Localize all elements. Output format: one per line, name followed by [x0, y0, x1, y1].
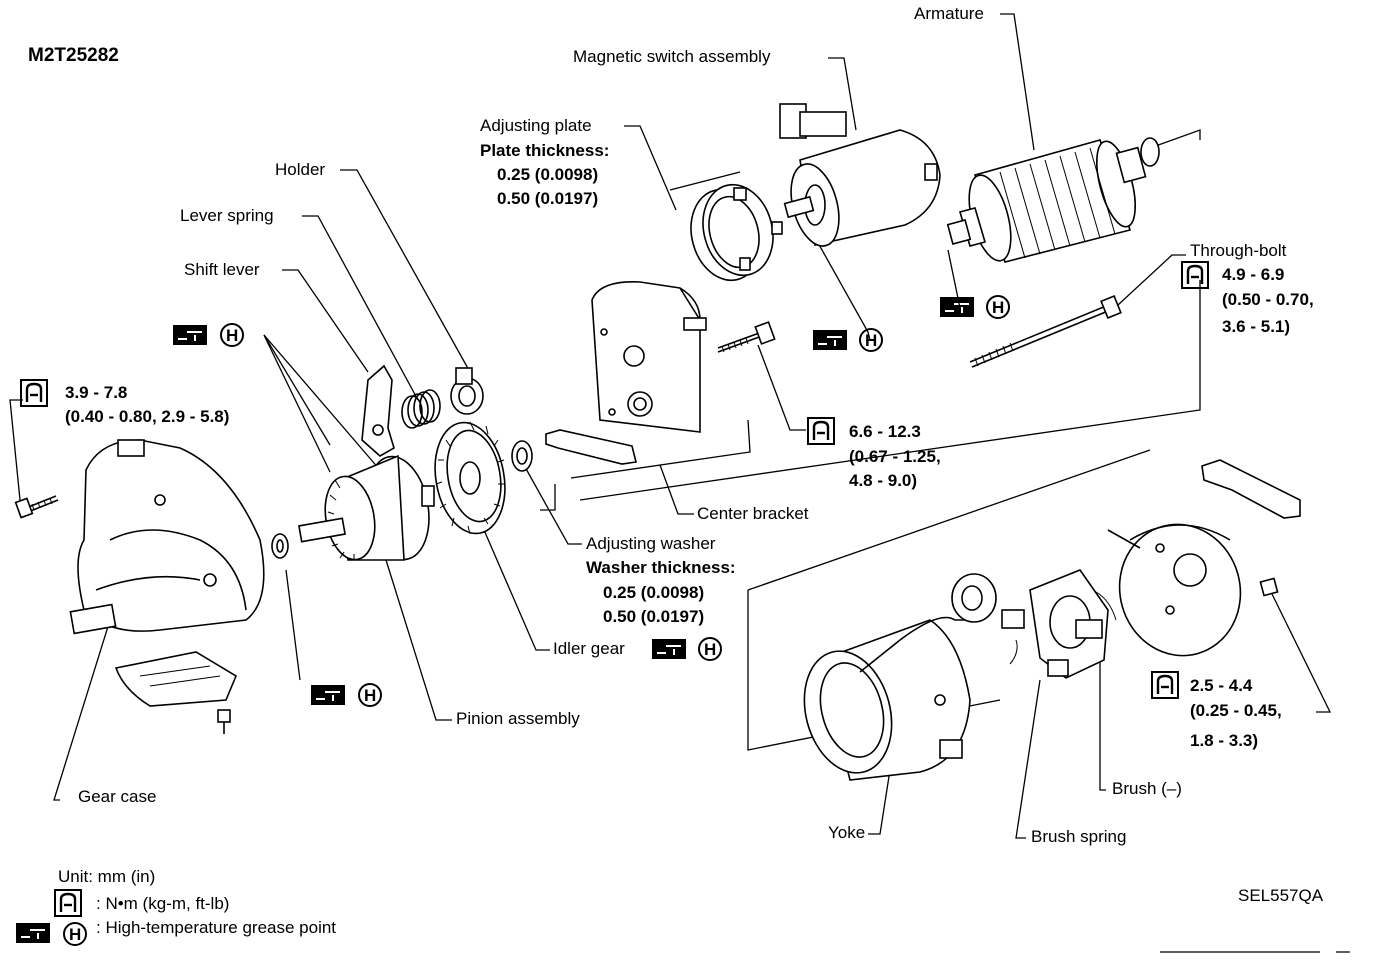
label-plate-thickness: Plate thickness:	[480, 141, 609, 160]
reference-code: SEL557QA	[1238, 886, 1324, 905]
yoke	[803, 573, 997, 781]
svg-text:H: H	[992, 298, 1004, 317]
legend-grease-icon	[15, 922, 51, 944]
label-rear-torque-3: 1.8 - 3.3)	[1190, 731, 1258, 750]
label-plate-thickness-2: 0.50 (0.0197)	[497, 189, 598, 208]
pinion-assembly	[298, 454, 435, 561]
label-washer-thickness-1: 0.25 (0.0098)	[603, 583, 704, 602]
svg-text:H: H	[364, 686, 376, 705]
rear-cover	[1107, 523, 1242, 657]
legend-torque: : N•m (kg-m, ft-lb)	[96, 894, 229, 913]
label-gear-case-torque-1: 3.9 - 7.8	[65, 383, 127, 402]
legend-unit: Unit: mm (in)	[58, 867, 155, 886]
center-bracket	[591, 281, 707, 433]
figure-code: M2T25282	[28, 45, 119, 66]
label-center-torque-1: 6.6 - 12.3	[849, 422, 921, 441]
label-rear-torque-2: (0.25 - 0.45,	[1190, 701, 1282, 720]
bracket-plate	[545, 429, 637, 465]
pinion-washer	[271, 533, 289, 559]
holder	[450, 367, 484, 415]
gear-case-bolt	[14, 495, 59, 519]
label-plate-thickness-1: 0.25 (0.0098)	[497, 165, 598, 184]
rear-nut	[1259, 577, 1279, 597]
label-rear-torque-1: 2.5 - 4.4	[1190, 676, 1253, 695]
grease-icon-switch: H	[812, 328, 883, 352]
label-armature: Armature	[914, 4, 984, 23]
label-shift-lever: Shift lever	[184, 260, 260, 279]
label-center-torque-2: (0.67 - 1.25,	[849, 447, 941, 466]
label-washer-thickness: Washer thickness:	[586, 558, 736, 577]
shift-lever	[361, 364, 395, 457]
label-brush-negative: Brush (–)	[1112, 779, 1182, 798]
label-pinion-assembly: Pinion assembly	[456, 709, 580, 728]
label-gear-case-torque-2: (0.40 - 0.80, 2.9 - 5.8)	[65, 407, 229, 426]
adjusting-plate	[690, 183, 783, 282]
label-adjusting-washer: Adjusting washer	[586, 534, 716, 553]
label-adjusting-plate: Adjusting plate	[480, 116, 592, 135]
label-lever-spring: Lever spring	[180, 206, 274, 225]
grease-icon-lever: H	[172, 323, 244, 347]
armature	[946, 137, 1160, 263]
svg-text:H: H	[69, 925, 81, 944]
label-magnetic-switch: Magnetic switch assembly	[573, 47, 771, 66]
torque-icon-rear-nut	[1150, 670, 1180, 700]
brush-holder	[1001, 569, 1117, 679]
rear-bracket-plate	[1201, 459, 1301, 519]
label-through-bolt-torque-3: 3.6 - 5.1)	[1222, 317, 1290, 336]
label-center-bracket: Center bracket	[697, 504, 809, 523]
svg-text:H: H	[226, 326, 238, 345]
svg-text:H: H	[865, 331, 877, 350]
grease-icon-washer: H	[310, 683, 382, 707]
grease-icon-armature: H	[939, 295, 1010, 319]
magnetic-switch-assembly	[779, 103, 941, 247]
idler-gear	[434, 421, 506, 535]
legend-grease: : High-temperature grease point	[96, 918, 336, 937]
label-yoke: Yoke	[828, 823, 865, 842]
grease-icon-idler-gear: H	[651, 637, 722, 661]
label-center-torque-3: 4.8 - 9.0)	[849, 471, 917, 490]
adjusting-washer	[511, 440, 533, 472]
dust-cover	[114, 651, 238, 707]
torque-icon-through-bolt	[1180, 260, 1210, 290]
label-idler-gear: Idler gear	[553, 639, 625, 658]
label-holder: Holder	[275, 160, 325, 179]
center-bolt	[717, 321, 776, 353]
legend-grease-h-icon	[63, 922, 87, 946]
lever-spring	[401, 389, 441, 429]
torque-icon-center-bolt	[806, 416, 836, 446]
label-brush-spring: Brush spring	[1031, 827, 1126, 846]
label-through-bolt-torque-2: (0.50 - 0.70,	[1222, 290, 1314, 309]
through-bolt	[969, 294, 1122, 368]
label-through-bolt: Through-bolt	[1190, 241, 1287, 260]
legend-torque-icon	[53, 888, 83, 918]
gear-case	[69, 439, 265, 635]
label-washer-thickness-2: 0.50 (0.0197)	[603, 607, 704, 626]
torque-icon-gear-case-bolt	[19, 378, 49, 408]
label-gear-case: Gear case	[78, 787, 156, 806]
label-through-bolt-torque-1: 4.9 - 6.9	[1222, 265, 1284, 284]
svg-text:H: H	[704, 640, 716, 659]
dust-cover-screw	[217, 709, 231, 734]
